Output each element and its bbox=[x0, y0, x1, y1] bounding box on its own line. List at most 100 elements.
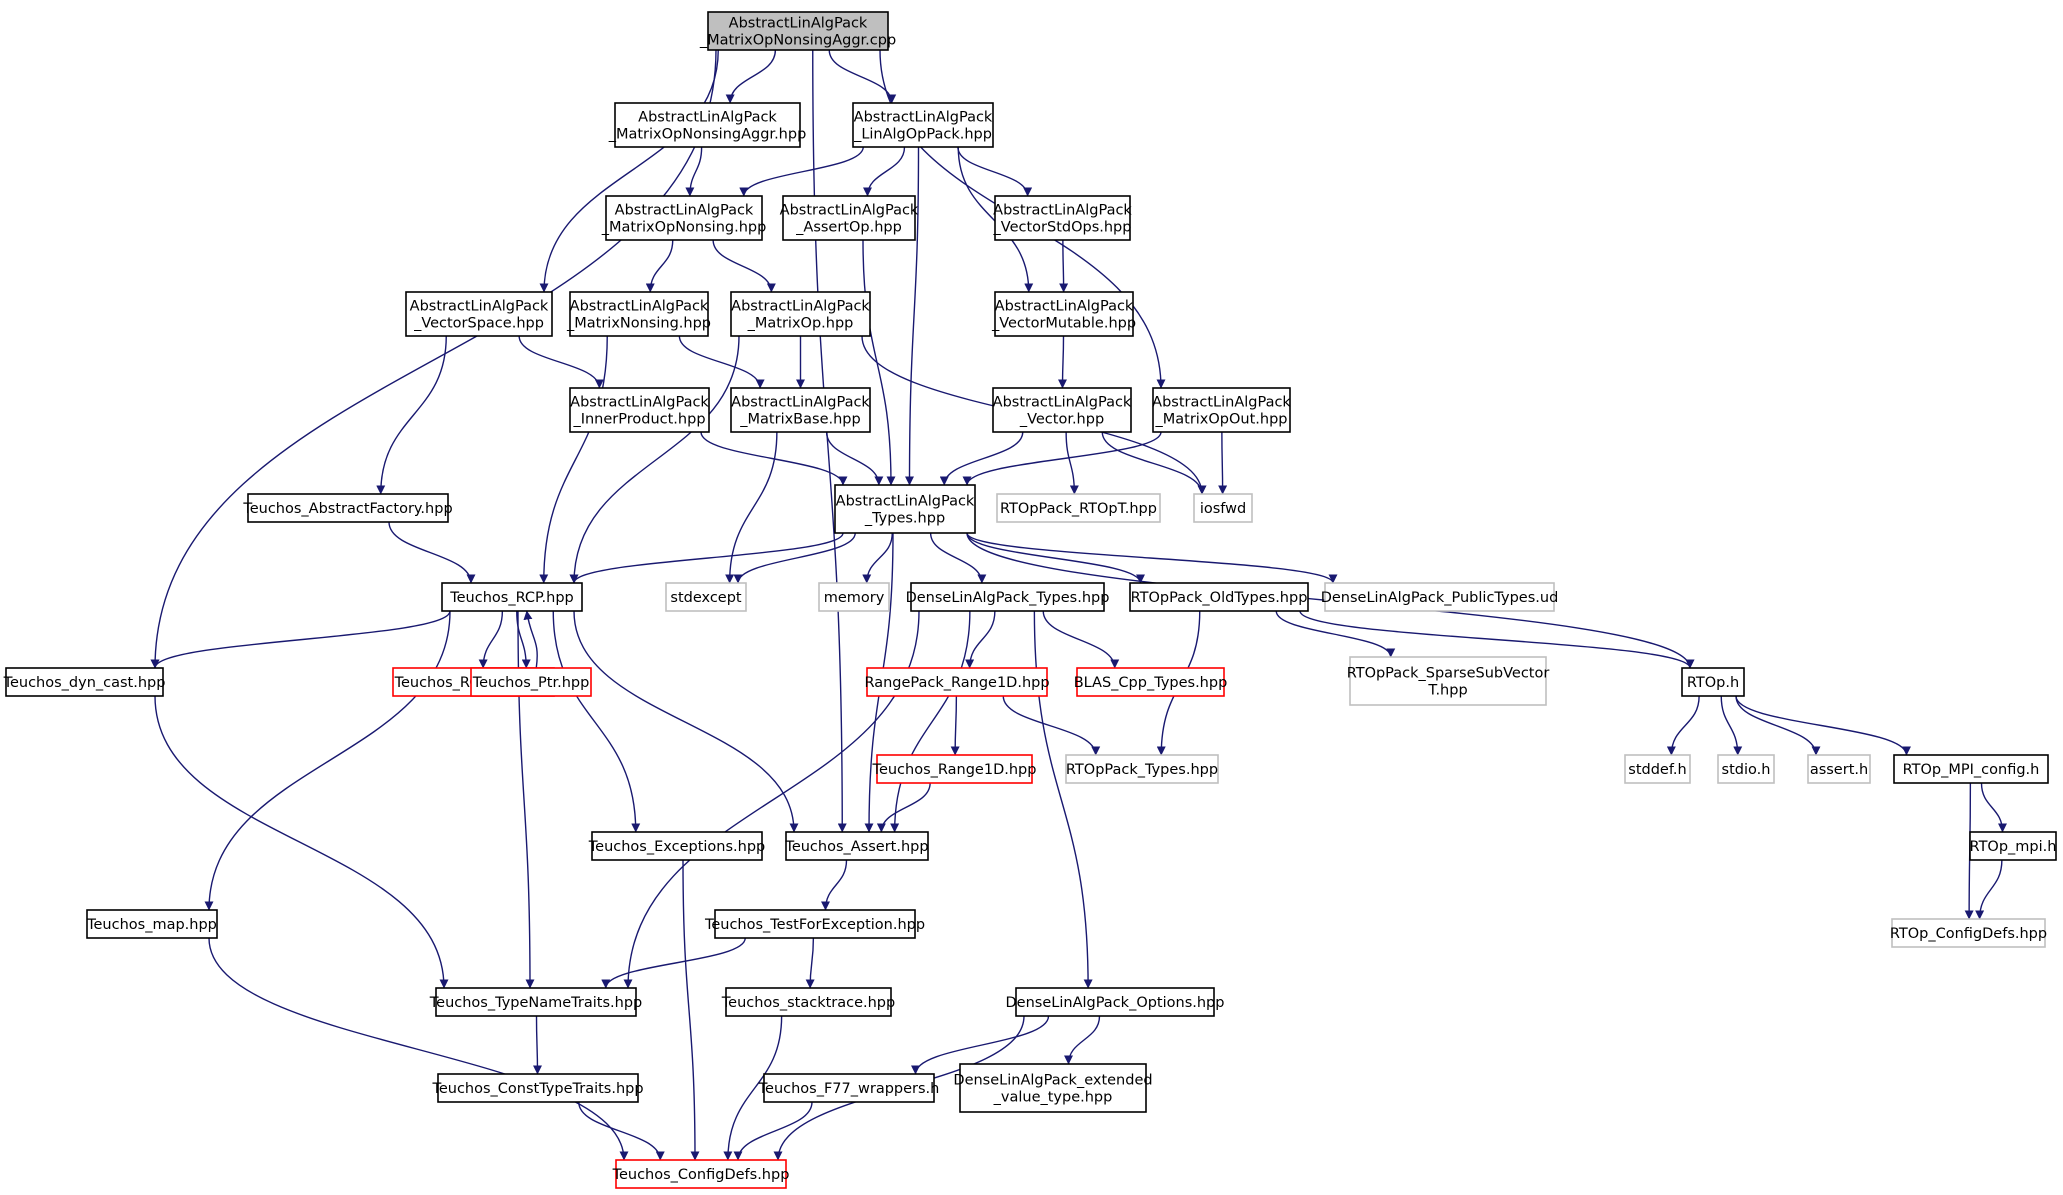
edge-stacktrace-to-configdefs bbox=[723, 1015, 783, 1161]
node-box bbox=[1624, 754, 1691, 784]
node-oldtypes[interactable]: RTOpPack_OldTypes.hpp bbox=[1129, 582, 1309, 612]
node-vecstdops[interactable]: AbstractLinAlgPack_VectorStdOps.hpp bbox=[993, 195, 1133, 241]
node-memory[interactable]: memory bbox=[818, 582, 890, 612]
edge-rtoph-to-asserth bbox=[1735, 695, 1821, 756]
node-label: AbstractLinAlgPack bbox=[615, 203, 754, 219]
node-asserth[interactable]: assert.h bbox=[1807, 754, 1871, 784]
node-label: DenseLinAlgPack_Options.hpp bbox=[1006, 995, 1225, 1011]
node-label: AbstractLinAlgPack bbox=[780, 203, 919, 219]
node-box bbox=[1717, 754, 1775, 784]
node-label: iosfwd bbox=[1200, 501, 1246, 517]
node-configdefs[interactable]: Teuchos_ConfigDefs.hpp bbox=[612, 1159, 790, 1189]
node-stdio[interactable]: stdio.h bbox=[1717, 754, 1775, 784]
node-label: AbstractLinAlgPack bbox=[731, 395, 870, 411]
node-rtopconfigdefs[interactable]: RTOp_ConfigDefs.hpp bbox=[1890, 918, 2047, 948]
node-dlatypes[interactable]: DenseLinAlgPack_Types.hpp bbox=[906, 582, 1110, 612]
node-absfactory[interactable]: Teuchos_AbstractFactory.hpp bbox=[242, 493, 453, 523]
edge-rcp-to-dyncast bbox=[150, 610, 451, 669]
node-consttypetraits[interactable]: Teuchos_ConstTypeTraits.hpp bbox=[431, 1073, 644, 1103]
node-box bbox=[714, 909, 916, 939]
node-box bbox=[1065, 754, 1219, 784]
edge-mpiconfig-to-rtopmpi bbox=[1980, 782, 2007, 833]
node-opnonsing[interactable]: AbstractLinAlgPack_MatrixOpNonsing.hpp bbox=[601, 195, 767, 241]
node-blastypes[interactable]: BLAS_Cpp_Types.hpp bbox=[1074, 667, 1228, 697]
node-rtoph[interactable]: RTOp.h bbox=[1681, 667, 1745, 697]
node-box bbox=[665, 582, 747, 612]
edge-testforexc-to-stacktrace bbox=[805, 937, 815, 989]
node-box bbox=[818, 582, 890, 612]
node-types[interactable]: AbstractLinAlgPack_Types.hpp bbox=[834, 484, 976, 534]
node-box bbox=[470, 667, 592, 697]
node-testforexc[interactable]: Teuchos_TestForException.hpp bbox=[704, 909, 925, 939]
node-extvaltype[interactable]: DenseLinAlgPack_extended_value_type.hpp bbox=[953, 1063, 1153, 1113]
node-label: RangePack_Range1D.hpp bbox=[864, 675, 1049, 691]
node-rcp[interactable]: Teuchos_RCP.hpp bbox=[441, 582, 583, 612]
node-vector[interactable]: AbstractLinAlgPack_Vector.hpp bbox=[992, 387, 1132, 433]
node-label: Teuchos_Exceptions.hpp bbox=[588, 839, 765, 855]
node-box bbox=[1129, 582, 1309, 612]
node-label: _MatrixOpNonsingAggr.cpp bbox=[699, 33, 896, 49]
node-publictypes[interactable]: DenseLinAlgPack_PublicTypes.ud bbox=[1321, 582, 1559, 612]
edge-dlatypes-to-blastypes bbox=[1042, 610, 1120, 669]
edge-vector-to-iosfwd bbox=[1101, 431, 1207, 495]
node-root[interactable]: AbstractLinAlgPack_MatrixOpNonsingAggr.c… bbox=[699, 11, 896, 51]
node-label: _Types.hpp bbox=[864, 511, 945, 527]
node-label: AbstractLinAlgPack bbox=[729, 16, 868, 32]
node-innerprod[interactable]: AbstractLinAlgPack_InnerProduct.hpp bbox=[569, 387, 710, 433]
node-stddef[interactable]: stddef.h bbox=[1624, 754, 1691, 784]
node-box bbox=[247, 493, 449, 523]
node-box bbox=[707, 11, 889, 51]
edge-innerprod-to-types bbox=[700, 431, 848, 486]
node-label: AbstractLinAlgPack bbox=[410, 299, 549, 315]
node-label: Teuchos_ConfigDefs.hpp bbox=[612, 1167, 790, 1183]
node-rtopt[interactable]: RTOpPack_RTOpT.hpp bbox=[996, 493, 1161, 523]
node-trange1d[interactable]: Teuchos_Range1D.hpp bbox=[872, 754, 1037, 784]
node-map[interactable]: Teuchos_map.hpp bbox=[86, 909, 218, 939]
edge-linalgop-to-types bbox=[905, 146, 920, 486]
node-matbase[interactable]: AbstractLinAlgPack_MatrixBase.hpp bbox=[730, 387, 871, 433]
node-label: Teuchos_map.hpp bbox=[86, 917, 217, 933]
node-ptr[interactable]: Teuchos_Ptr.hpp bbox=[470, 667, 592, 697]
node-tassert[interactable]: Teuchos_Assert.hpp bbox=[784, 831, 929, 861]
node-label: DenseLinAlgPack_Types.hpp bbox=[906, 590, 1110, 606]
node-rtoptypes[interactable]: RTOpPack_Types.hpp bbox=[1065, 754, 1219, 784]
node-stacktrace[interactable]: Teuchos_stacktrace.hpp bbox=[721, 987, 895, 1017]
node-mpiconfig[interactable]: RTOp_MPI_config.h bbox=[1893, 754, 2049, 784]
edge-root-to-tassert bbox=[812, 49, 847, 833]
node-exceptions[interactable]: Teuchos_Exceptions.hpp bbox=[588, 831, 765, 861]
node-rtopmpi[interactable]: RTOp_mpi.h bbox=[1969, 831, 2057, 861]
node-assertop[interactable]: AbstractLinAlgPack_AssertOp.hpp bbox=[780, 195, 919, 241]
node-label: _Vector.hpp bbox=[1019, 412, 1104, 428]
node-box bbox=[569, 291, 709, 337]
node-label: stddef.h bbox=[1628, 762, 1686, 778]
node-label: RTOp_ConfigDefs.hpp bbox=[1890, 926, 2047, 942]
node-linalgop[interactable]: AbstractLinAlgPack_LinAlgOpPack.hpp bbox=[852, 102, 994, 148]
edge-root-to-dyncast bbox=[150, 49, 717, 669]
node-dlaoptions[interactable]: DenseLinAlgPack_Options.hpp bbox=[1006, 987, 1225, 1017]
node-label: AbstractLinAlgPack bbox=[993, 203, 1132, 219]
node-dyncast[interactable]: Teuchos_dyn_cast.hpp bbox=[3, 667, 166, 697]
node-label: memory bbox=[824, 590, 885, 606]
edge-vector-to-types bbox=[939, 431, 1024, 486]
edge-opnonsing-to-matnonsing bbox=[645, 239, 674, 293]
edge-matnonsing-to-rcp bbox=[539, 335, 608, 584]
node-typenametraits[interactable]: Teuchos_TypeNameTraits.hpp bbox=[429, 987, 642, 1017]
node-matnonsing[interactable]: AbstractLinAlgPack_MatrixNonsing.hpp bbox=[566, 291, 711, 337]
edge-testforexc-to-typenametraits bbox=[601, 937, 746, 989]
node-box bbox=[876, 754, 1033, 784]
node-iosfwd[interactable]: iosfwd bbox=[1193, 493, 1253, 523]
edge-dyncast-to-typenametraits bbox=[154, 695, 449, 989]
node-range1d[interactable]: RangePack_Range1D.hpp bbox=[864, 667, 1050, 697]
node-vecspace[interactable]: AbstractLinAlgPack_VectorSpace.hpp bbox=[405, 291, 553, 337]
node-aggr-hpp[interactable]: AbstractLinAlgPack_MatrixOpNonsingAggr.h… bbox=[608, 102, 807, 148]
node-label: Teuchos_dyn_cast.hpp bbox=[3, 675, 166, 691]
node-matop[interactable]: AbstractLinAlgPack_MatrixOp.hpp bbox=[730, 291, 871, 337]
node-vecmut[interactable]: AbstractLinAlgPack_VectorMutable.hpp bbox=[991, 291, 1136, 337]
edge-matbase-to-stdexcept bbox=[725, 431, 778, 584]
node-stdexcept[interactable]: stdexcept bbox=[665, 582, 747, 612]
node-matopout[interactable]: AbstractLinAlgPack_MatrixOpOut.hpp bbox=[1152, 387, 1291, 433]
node-f77wrappers[interactable]: Teuchos_F77_wrappers.h bbox=[758, 1073, 940, 1103]
node-box bbox=[730, 387, 871, 433]
node-label: Teuchos_TestForException.hpp bbox=[704, 917, 925, 933]
